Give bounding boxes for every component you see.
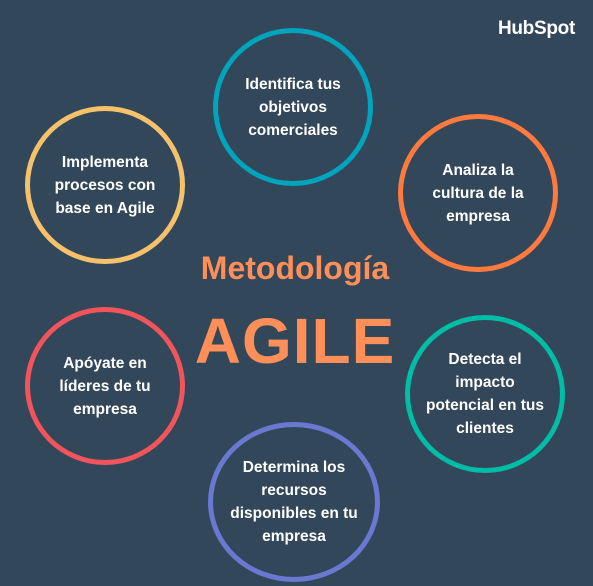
step-label-leaders: Apóyate en líderes de tu empresa	[59, 354, 151, 418]
step-circle-leaders: Apóyate en líderes de tu empresa	[25, 307, 185, 465]
step-label-culture: Analiza la cultura de la empresa	[432, 161, 524, 225]
step-circle-culture: Analiza la cultura de la empresa	[398, 114, 558, 272]
hubspot-logo: HubSpot	[497, 18, 575, 39]
step-circle-impact: Detecta el impacto potencial en tus clie…	[405, 315, 565, 473]
step-circle-implement: Implementa procesos con base en Agile	[25, 106, 185, 264]
step-label-objectives: Identifica tus objetivos comerciales	[245, 75, 341, 139]
step-label-implement: Implementa procesos con base en Agile	[54, 153, 156, 217]
diagram-title: AGILE	[194, 305, 396, 377]
diagram-subtitle: Metodología	[200, 250, 390, 286]
step-label-resources: Determina los recursos disponibles en tu…	[230, 459, 358, 545]
step-label-impact: Detecta el impacto potencial en tus clie…	[426, 351, 544, 437]
step-circle-objectives: Identifica tus objetivos comerciales	[213, 28, 373, 186]
step-circle-resources: Determina los recursos disponibles en tu…	[208, 422, 380, 582]
